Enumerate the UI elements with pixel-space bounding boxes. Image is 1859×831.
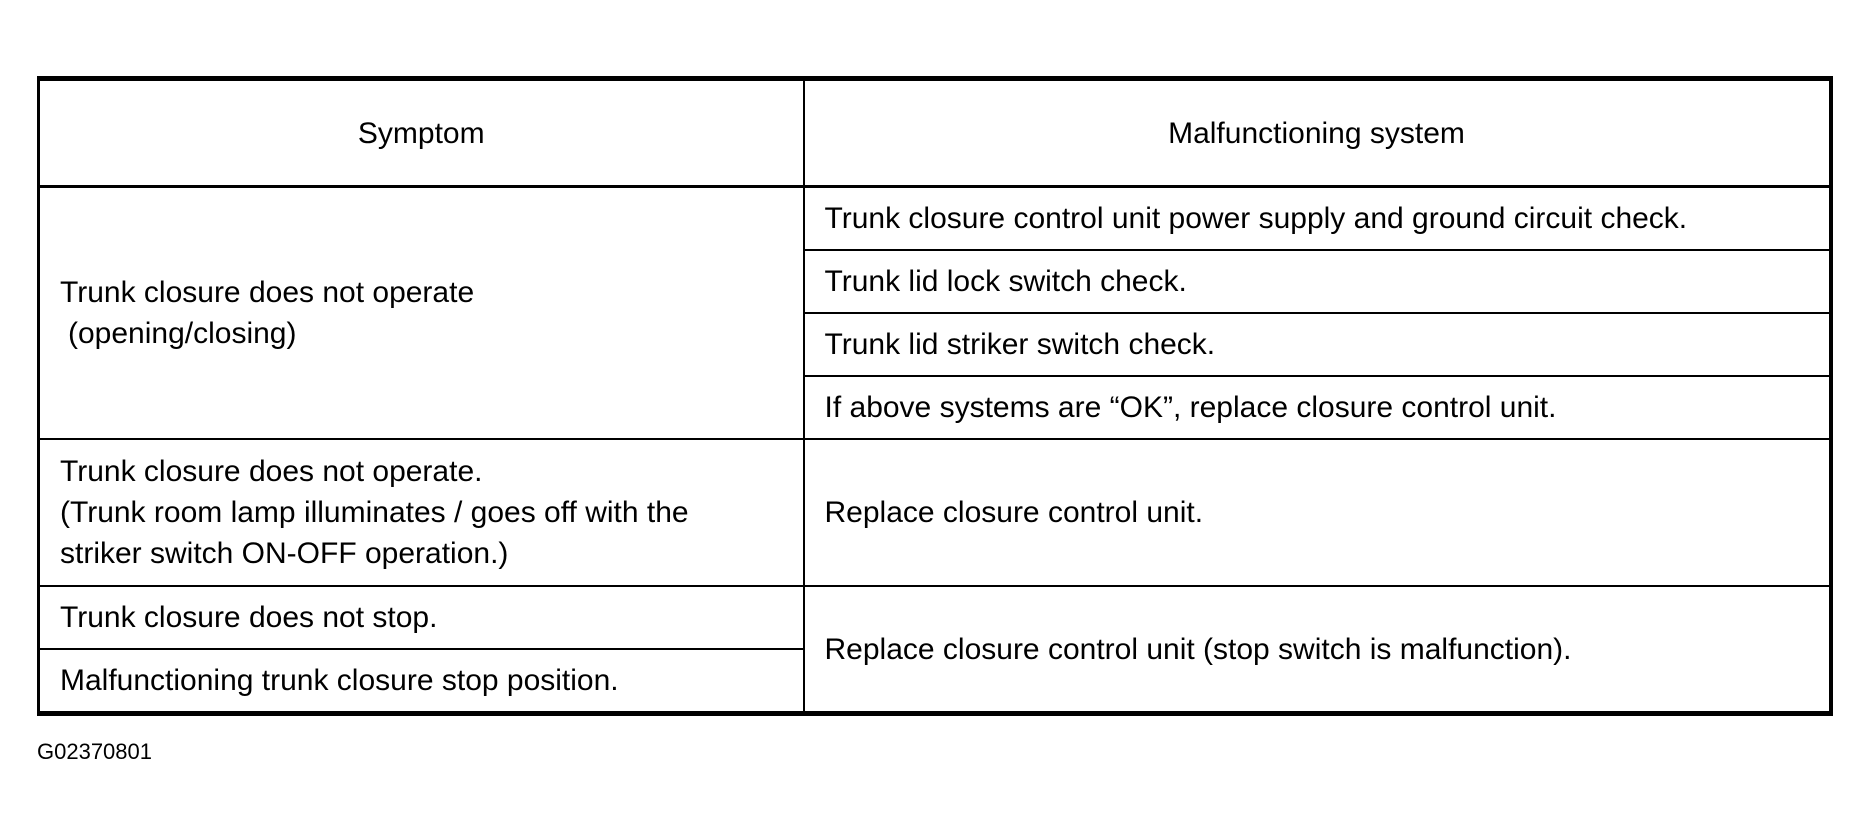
- figure-code: G02370801: [37, 739, 152, 764]
- system-cell: Replace closure control unit (stop switc…: [802, 585, 1832, 715]
- header-symptom: Symptom: [37, 77, 805, 188]
- table-row: Trunk closure does not operate. (Trunk r…: [37, 438, 1832, 587]
- symptom-line: (opening/closing): [68, 317, 297, 350]
- symptom-cell: Trunk closure does not operate. (Trunk r…: [37, 438, 805, 587]
- header-row: Symptom Malfunctioning system: [37, 77, 1832, 188]
- symptom-line: Trunk closure does not operate.: [60, 455, 483, 488]
- system-cell: Replace closure control unit.: [802, 438, 1832, 587]
- system-cell: If above systems are “OK”, replace closu…: [802, 375, 1832, 440]
- table-row: Trunk closure does not operate (opening/…: [37, 185, 1832, 440]
- symptom-line: striker switch ON-OFF operation.): [60, 537, 509, 570]
- symptom-table: Symptom Malfunctioning system Trunk clos…: [37, 76, 1833, 716]
- symptom-cell: Trunk closure does not operate (opening/…: [37, 185, 805, 440]
- symptom-cell: Malfunctioning trunk closure stop positi…: [37, 648, 805, 715]
- symptom-line: (Trunk room lamp illuminates / goes off …: [60, 496, 689, 529]
- table-row: Malfunctioning trunk closure stop positi…: [37, 648, 1831, 715]
- system-cell: Trunk closure control unit power supply …: [802, 185, 1832, 251]
- system-cell: Trunk lid striker switch check.: [802, 312, 1832, 377]
- table-row: Trunk closure does not stop. Replace clo…: [37, 585, 1832, 715]
- system-cell: Trunk lid lock switch check.: [802, 249, 1832, 314]
- symptom-line: Trunk closure does not operate: [60, 276, 475, 309]
- table-row: Trunk lid lock switch check.: [39, 249, 1832, 314]
- symptom-cell: Trunk closure does not stop.: [37, 585, 805, 650]
- table-row: Trunk lid striker switch check.: [39, 312, 1832, 377]
- header-malfunctioning-system: Malfunctioning system: [802, 77, 1832, 188]
- table-row: If above systems are “OK”, replace closu…: [39, 375, 1832, 440]
